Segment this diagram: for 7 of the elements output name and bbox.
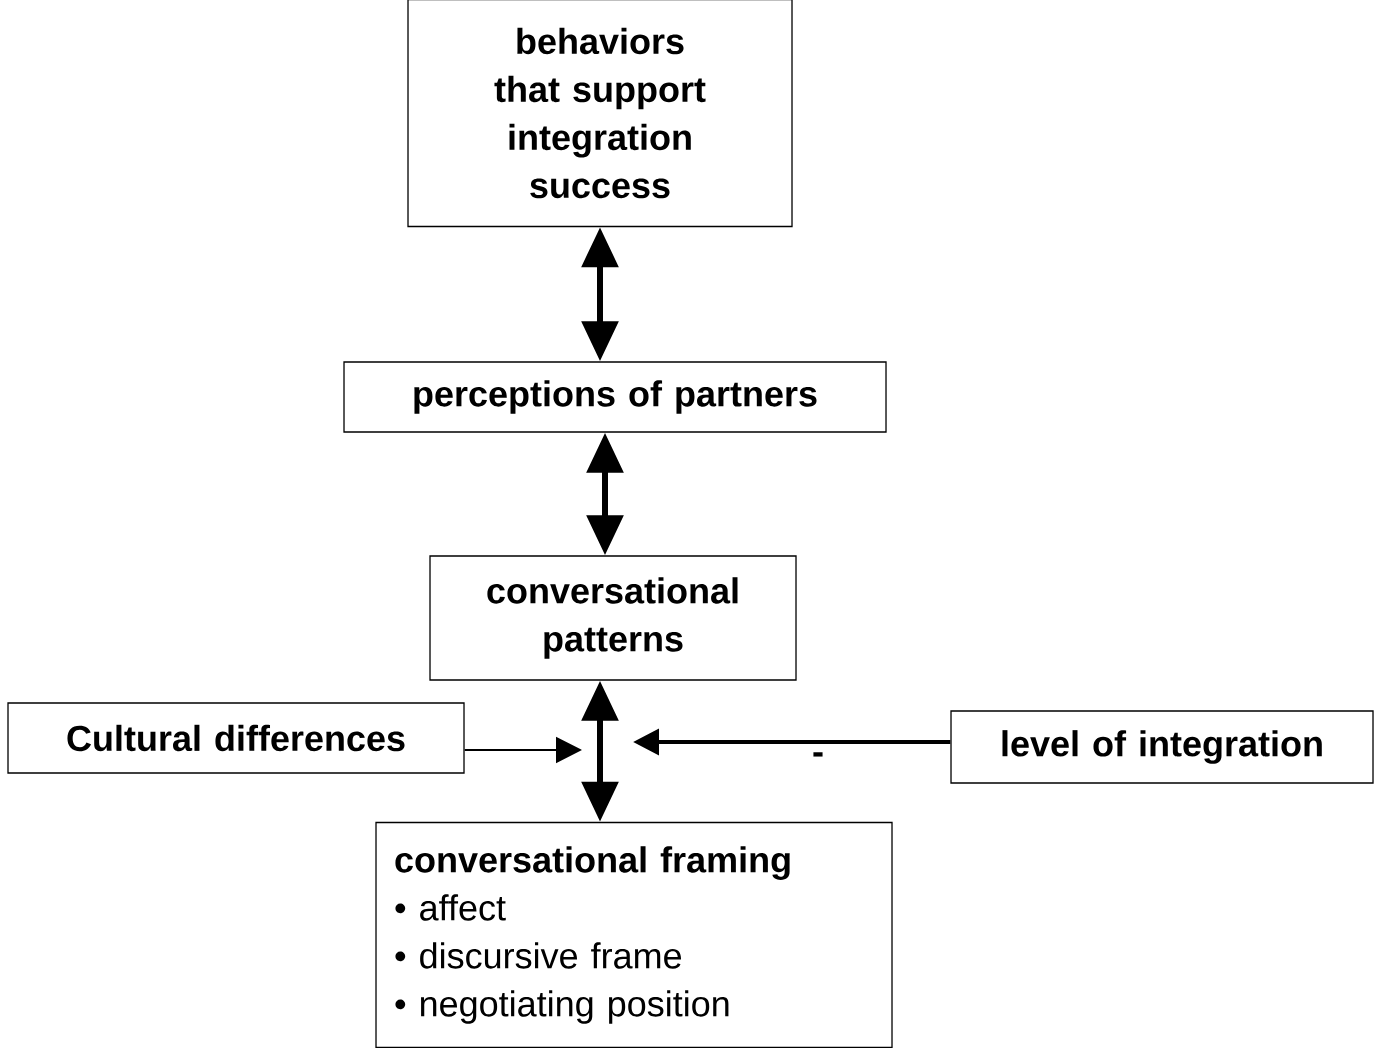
concept-box: Cultural differences: [7, 702, 465, 774]
framing-box: conversational framing • affect • discursive frame • negotiating position: [375, 821, 893, 1048]
concept-box: level of integration: [950, 710, 1374, 784]
concept-box: perceptions of partners: [343, 361, 887, 433]
edge-label: -: [813, 752, 823, 757]
concept-box: conversational patterns: [429, 555, 797, 681]
concept-box: behaviors that support integration success: [407, 0, 793, 228]
